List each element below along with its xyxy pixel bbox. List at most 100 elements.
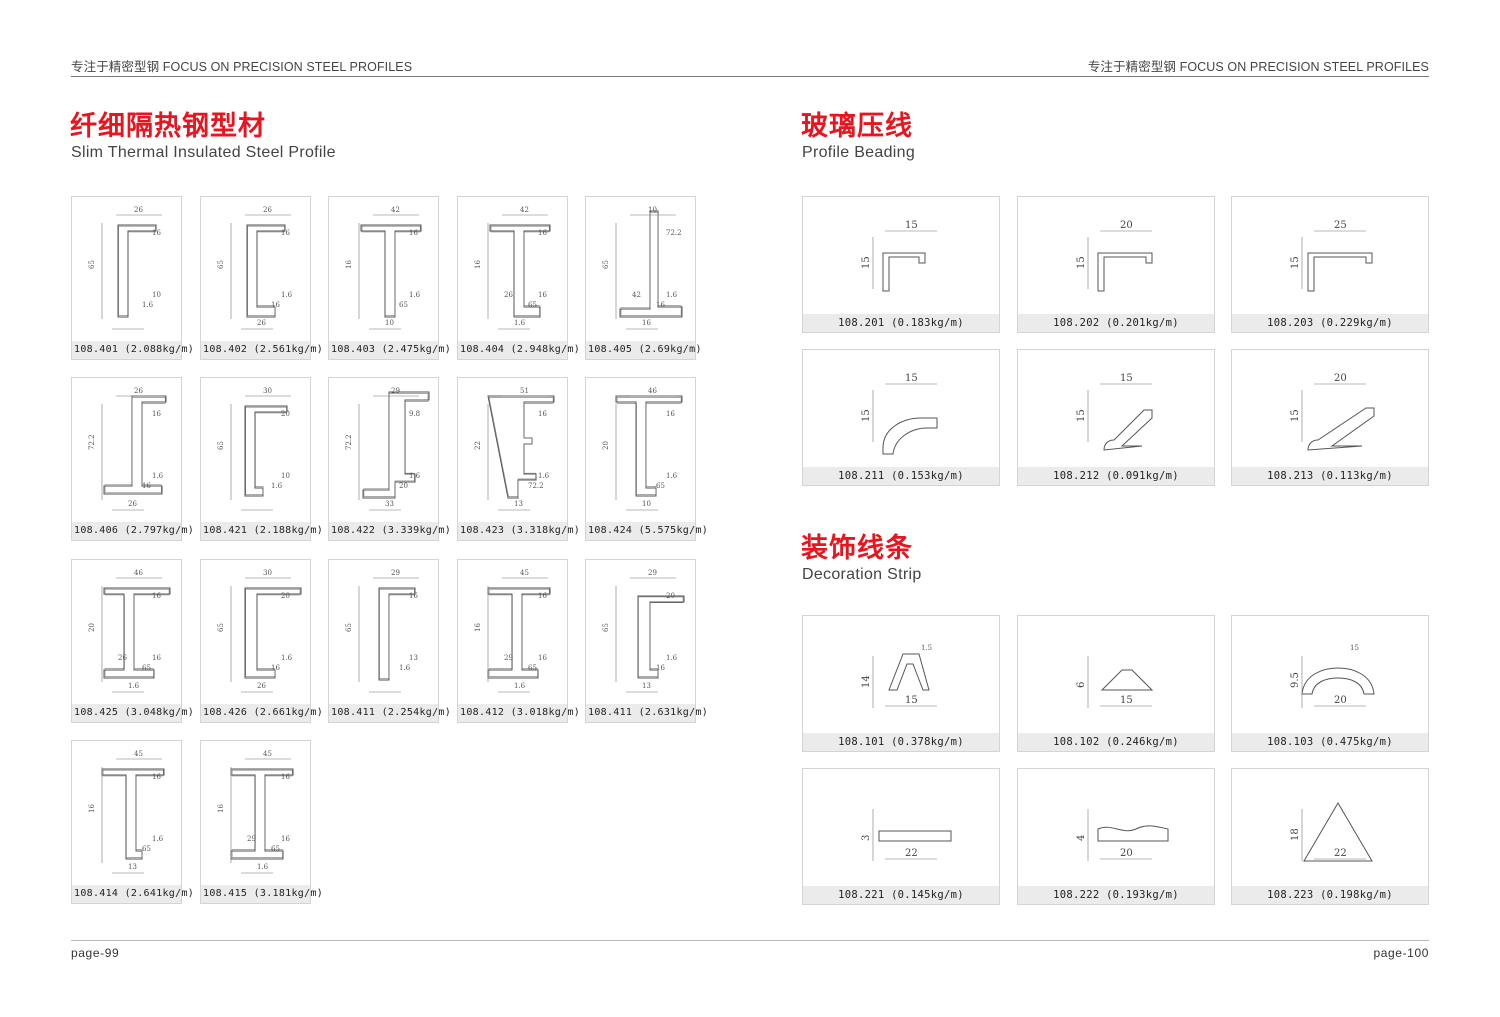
dimension-label: 13 <box>642 682 651 690</box>
dimension-label: 72.2 <box>88 434 96 450</box>
height-dimension: 15 <box>1076 409 1087 422</box>
product-caption: 108.222 (0.193kg/m) <box>1018 886 1214 904</box>
dimension-label: 30 <box>263 569 272 577</box>
product-caption: 108.411 (2.631kg/m) <box>586 704 708 722</box>
page-number-left: page-99 <box>71 946 120 960</box>
width-dimension: 15 <box>905 695 918 706</box>
dimension-label: 1.6 <box>257 863 269 871</box>
dimension-label: 1.6 <box>409 472 421 480</box>
dimension-label: 16 <box>271 664 280 672</box>
dimension-label: 1.6 <box>666 291 678 299</box>
dimension-label: 65 <box>142 845 151 853</box>
dimension-label: 65 <box>142 664 151 672</box>
slim-profile-title-cn: 纤细隔热钢型材 <box>70 111 266 142</box>
dimension-label: 16 <box>152 773 161 781</box>
dimension-label: 26 <box>118 654 127 662</box>
product-caption: 108.403 (2.475kg/m) <box>329 341 451 359</box>
dimension-label: 20 <box>666 592 675 600</box>
dimension-label: 20 <box>281 410 290 418</box>
dimension-label: 26 <box>257 319 266 327</box>
profile-outline <box>487 587 551 679</box>
dimension-label: 16 <box>217 804 225 813</box>
dimension-label: 16 <box>152 592 161 600</box>
profile-outline <box>882 252 926 292</box>
width-dimension: 20 <box>1120 848 1133 859</box>
dimension-label: 65 <box>88 260 96 269</box>
dimension-label: 16 <box>666 410 675 418</box>
dimension-label: 26 <box>504 291 513 299</box>
dimension-label: 29 <box>648 569 657 577</box>
dimension-label: 1.6 <box>666 654 678 662</box>
dimension-label: 16 <box>538 229 547 237</box>
profile-outline <box>1097 252 1153 292</box>
decoration-drawing: 209.515 <box>1290 644 1375 708</box>
running-header-right: 专注于精密型钢 FOCUS ON PRECISION STEEL PROFILE… <box>1087 60 1429 74</box>
beading-title-cn: 玻璃压线 <box>801 111 913 142</box>
dimension-label: 65 <box>345 623 353 632</box>
dimension-label: 16 <box>152 229 161 237</box>
dimension-label: 65 <box>271 845 280 853</box>
dimension-label: 20 <box>281 592 290 600</box>
dimension-label: 10 <box>642 500 651 508</box>
decoration-title-en: Decoration Strip <box>802 566 922 583</box>
width-dimension: 20 <box>1334 373 1347 384</box>
dimension-label: 65 <box>217 260 225 269</box>
dimension-label: 65 <box>217 623 225 632</box>
profile-outline <box>882 417 938 455</box>
profile-outline <box>101 768 165 860</box>
product-caption: 108.101 (0.378kg/m) <box>803 733 999 751</box>
dimension-label: 29 <box>391 387 400 395</box>
product-caption: 108.203 (0.229kg/m) <box>1232 314 1428 332</box>
product-caption: 108.424 (5.575kg/m) <box>586 522 708 540</box>
dimension-label: 10 <box>648 206 657 214</box>
dimension-label: 42 <box>391 206 400 214</box>
header-rule <box>71 76 1429 77</box>
height-dimension: 14 <box>861 675 872 688</box>
dimension-label: 72.2 <box>345 434 353 450</box>
dimension-label: 16 <box>474 623 482 632</box>
height-dimension: 15 <box>1076 256 1087 269</box>
dimension-label: 16 <box>538 654 547 662</box>
dimension-label: 16 <box>281 229 290 237</box>
dimension-label: 1.6 <box>152 835 164 843</box>
dimension-label: 20 <box>399 482 408 490</box>
dimension-label: 65 <box>528 664 537 672</box>
dimension-label: 20 <box>602 441 610 450</box>
dimension-label: 46 <box>134 569 143 577</box>
dimension-label: 10 <box>152 291 161 299</box>
dimension-label: 65 <box>528 301 537 309</box>
profile-outline <box>244 587 302 679</box>
footer-rule <box>71 940 1429 941</box>
width-dimension: 15 <box>1120 695 1133 706</box>
dimension-label: 13 <box>514 500 523 508</box>
dimension-label: 16 <box>142 482 151 490</box>
decoration-drawing: 156 <box>1076 656 1154 708</box>
dimension-label: 16 <box>281 835 290 843</box>
product-caption: 108.212 (0.091kg/m) <box>1018 467 1214 485</box>
dimension-label: 65 <box>602 260 610 269</box>
dimension-label: 51 <box>520 387 529 395</box>
profile-outline <box>103 587 171 679</box>
